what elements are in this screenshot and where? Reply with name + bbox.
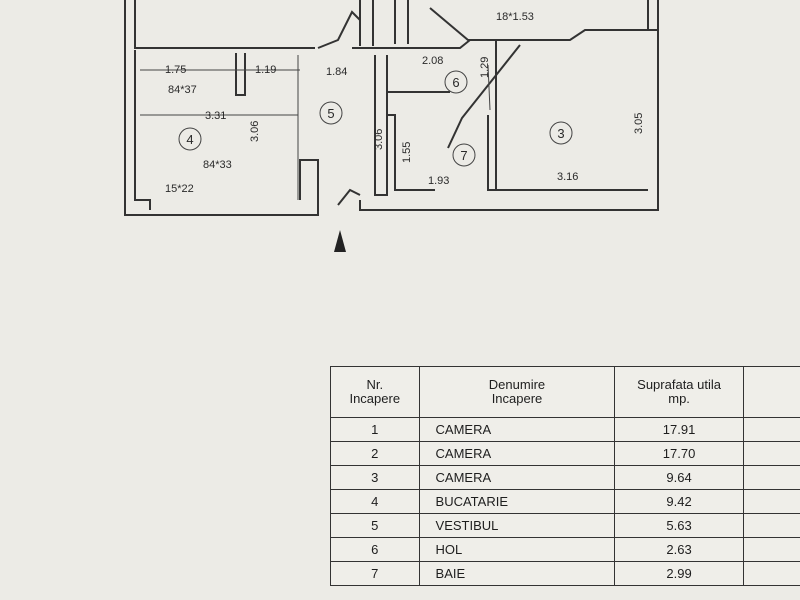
dim-label: 3.06 <box>373 129 385 150</box>
cell-name: CAMERA <box>418 417 616 442</box>
room-number: 7 <box>460 148 467 163</box>
cell-extra <box>742 417 800 442</box>
cell-nr: 5 <box>330 513 420 538</box>
cell-extra <box>742 465 800 490</box>
table-row: 3 CAMERA 9.64 <box>330 465 800 490</box>
room-number: 3 <box>557 126 564 141</box>
dim-label: 1.55 <box>401 142 413 163</box>
table-row: 6 HOL 2.63 <box>330 537 800 562</box>
header-name: Denumire Incapere <box>418 366 616 418</box>
area-table: Nr. Incapere Denumire Incapere Suprafata… <box>330 366 800 586</box>
header-extra <box>742 366 800 418</box>
cell-area: 17.70 <box>614 441 744 466</box>
dim-label: 84*37 <box>168 84 197 96</box>
cell-name: BUCATARIE <box>418 489 616 514</box>
room-number: 4 <box>186 132 193 147</box>
table-header-row: Nr. Incapere Denumire Incapere Suprafata… <box>330 366 800 418</box>
entrance-arrow-icon <box>334 230 346 252</box>
dim-label: 84*33 <box>203 159 232 171</box>
header-text: Denumire <box>488 377 546 392</box>
header-nr: Nr. Incapere <box>330 366 420 418</box>
cell-extra <box>742 489 800 514</box>
plan-walls <box>124 0 659 216</box>
dim-label: 1.75 <box>165 64 186 76</box>
plan-dimensions: 18*1.53 1.75 1.19 1.84 2.08 1.29 84*37 3… <box>165 11 645 195</box>
cell-area: 2.63 <box>614 537 744 562</box>
cell-extra <box>742 537 800 562</box>
dim-label: 18*1.53 <box>496 11 534 23</box>
dim-label: 1.84 <box>326 66 347 78</box>
cell-nr: 4 <box>330 489 420 514</box>
cell-nr: 1 <box>330 417 420 442</box>
dim-label: 1.19 <box>255 64 276 76</box>
cell-name: BAIE <box>418 561 616 586</box>
cell-area: 5.63 <box>614 513 744 538</box>
cell-name: HOL <box>418 537 616 562</box>
room-markers: 3 4 5 6 7 <box>178 70 573 167</box>
cell-name: CAMERA <box>418 465 616 490</box>
room-number: 5 <box>327 106 334 121</box>
header-text: Incapere <box>491 391 543 406</box>
room-number: 6 <box>452 75 459 90</box>
cell-area: 9.42 <box>614 489 744 514</box>
dim-label: 15*22 <box>165 183 194 195</box>
table-row: 5 VESTIBUL 5.63 <box>330 513 800 538</box>
header-text: Nr. <box>366 377 384 392</box>
cell-name: CAMERA <box>418 441 616 466</box>
cell-area: 2.99 <box>614 561 744 586</box>
dim-label: 3.06 <box>249 121 261 142</box>
dim-label: 3.05 <box>633 113 645 134</box>
cell-extra <box>742 441 800 466</box>
cell-nr: 7 <box>330 561 420 586</box>
dim-label: 3.31 <box>205 110 226 122</box>
cell-nr: 2 <box>330 441 420 466</box>
cell-nr: 3 <box>330 465 420 490</box>
dim-label: 1.93 <box>428 175 449 187</box>
dim-label: 1.29 <box>479 57 491 78</box>
header-text: Suprafata utila <box>637 377 721 392</box>
cell-nr: 6 <box>330 537 420 562</box>
cell-name: VESTIBUL <box>418 513 616 538</box>
table-row: 1 CAMERA 17.91 <box>330 417 800 442</box>
table-row: 7 BAIE 2.99 <box>330 561 800 586</box>
table-row: 4 BUCATARIE 9.42 <box>330 489 800 514</box>
cell-area: 9.64 <box>614 465 744 490</box>
cell-extra <box>742 513 800 538</box>
cell-extra <box>742 561 800 586</box>
dim-label: 3.16 <box>557 171 578 183</box>
table-row: 2 CAMERA 17.70 <box>330 441 800 466</box>
header-area: Suprafata utila mp. <box>614 366 744 418</box>
dim-label: 2.08 <box>422 55 443 67</box>
header-text: mp. <box>668 391 690 406</box>
header-text: Incapere <box>349 391 401 406</box>
cell-area: 17.91 <box>614 417 744 442</box>
